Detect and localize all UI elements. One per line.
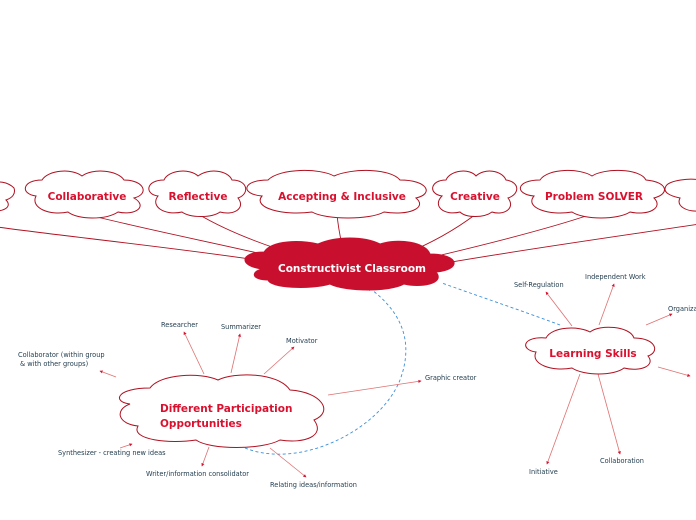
central-topic[interactable]: Constructivist Classroom [244,237,455,291]
skill-self-regulation[interactable]: Self-Regulation [514,281,564,289]
trait-label: Reflective [169,191,228,203]
leaf-line-organiza [645,313,673,326]
role-collaborator-line1[interactable]: Collaborator (within group [18,351,105,359]
participation-label-line2: Opportunities [160,418,242,430]
role-relating[interactable]: Relating ideas/information [270,481,357,489]
branch-line-right-edge [439,224,696,265]
central-topic-cloud [244,237,455,291]
relationship-links [244,282,561,455]
trait-node-right-partial[interactable] [664,178,696,212]
trait-cloud [432,170,518,217]
role-writer[interactable]: Writer/information consolidator [146,470,249,478]
skill-initiative[interactable]: Initiative [529,468,558,476]
trait-node-creative[interactable]: Creative [432,170,518,217]
leaf-line-initiative [546,373,581,465]
role-summarizer[interactable]: Summarizer [221,323,261,331]
skills-leaf-lines [545,283,691,465]
leaf-line-relating [269,447,307,478]
trait-node-reflective[interactable]: Reflective [148,170,247,217]
branch-line-collaborative [84,213,281,259]
trait-cloud [246,169,427,219]
branch-line-left-edge [0,226,271,263]
leaf-line-graphic-creator [327,379,422,396]
trait-node-problem-solver[interactable]: Problem SOLVER [520,170,665,219]
participation-leaf-lines [99,331,422,478]
participation-label-line1: Different Participation [160,403,292,415]
leaf-line-right [657,366,691,377]
leaf-line-collaboration [597,373,621,455]
leaf-line-writer [201,446,210,467]
trait-label: Creative [450,191,500,203]
role-motivator[interactable]: Motivator [286,337,318,345]
leaf-line-independent-work [598,283,615,326]
role-graphic-creator[interactable]: Graphic creator [425,374,477,382]
trait-cloud [25,170,144,219]
skill-organiza[interactable]: Organiza [668,305,696,313]
learning-skills-label: Learning Skills [549,348,636,360]
link-learning-skills-to-center [441,282,561,326]
trait-cloud [520,170,665,219]
leaf-line-summarizer [230,333,241,374]
participation-node[interactable]: Different Participation Opportunities [119,374,325,448]
trait-cloud [148,170,247,217]
trait-label: Accepting & Inclusive [278,191,406,203]
leaf-line-self-regulation [545,291,573,327]
learning-skills-node[interactable]: Learning Skills [525,326,656,375]
learning-skills-cloud [525,326,656,375]
role-researcher[interactable]: Researcher [161,321,198,329]
trait-node-accepting-inclusive[interactable]: Accepting & Inclusive [246,169,427,219]
skill-collaboration[interactable]: Collaboration [600,457,644,465]
skill-independent-work[interactable]: Independent Work [585,273,646,281]
trait-label: Problem SOLVER [545,191,643,203]
role-collaborator-line2[interactable]: & with other groups) [20,360,88,368]
central-topic-label: Constructivist Classroom [278,263,426,275]
trait-label: Collaborative [48,191,127,203]
trait-node-collaborative[interactable]: Collaborative [25,170,144,219]
trait-node-left-partial[interactable] [0,181,15,212]
trait-cloud [664,178,696,212]
leaf-line-collaborator [99,370,117,378]
link-participation-to-center [244,287,407,455]
trait-cloud [0,181,15,212]
leaf-line-researcher [183,331,205,375]
leaf-line-synthesizer [119,443,133,449]
participation-cloud [119,374,325,448]
role-synthesizer[interactable]: Synthesizer - creating new ideas [58,449,166,457]
leaf-line-motivator [263,346,295,375]
